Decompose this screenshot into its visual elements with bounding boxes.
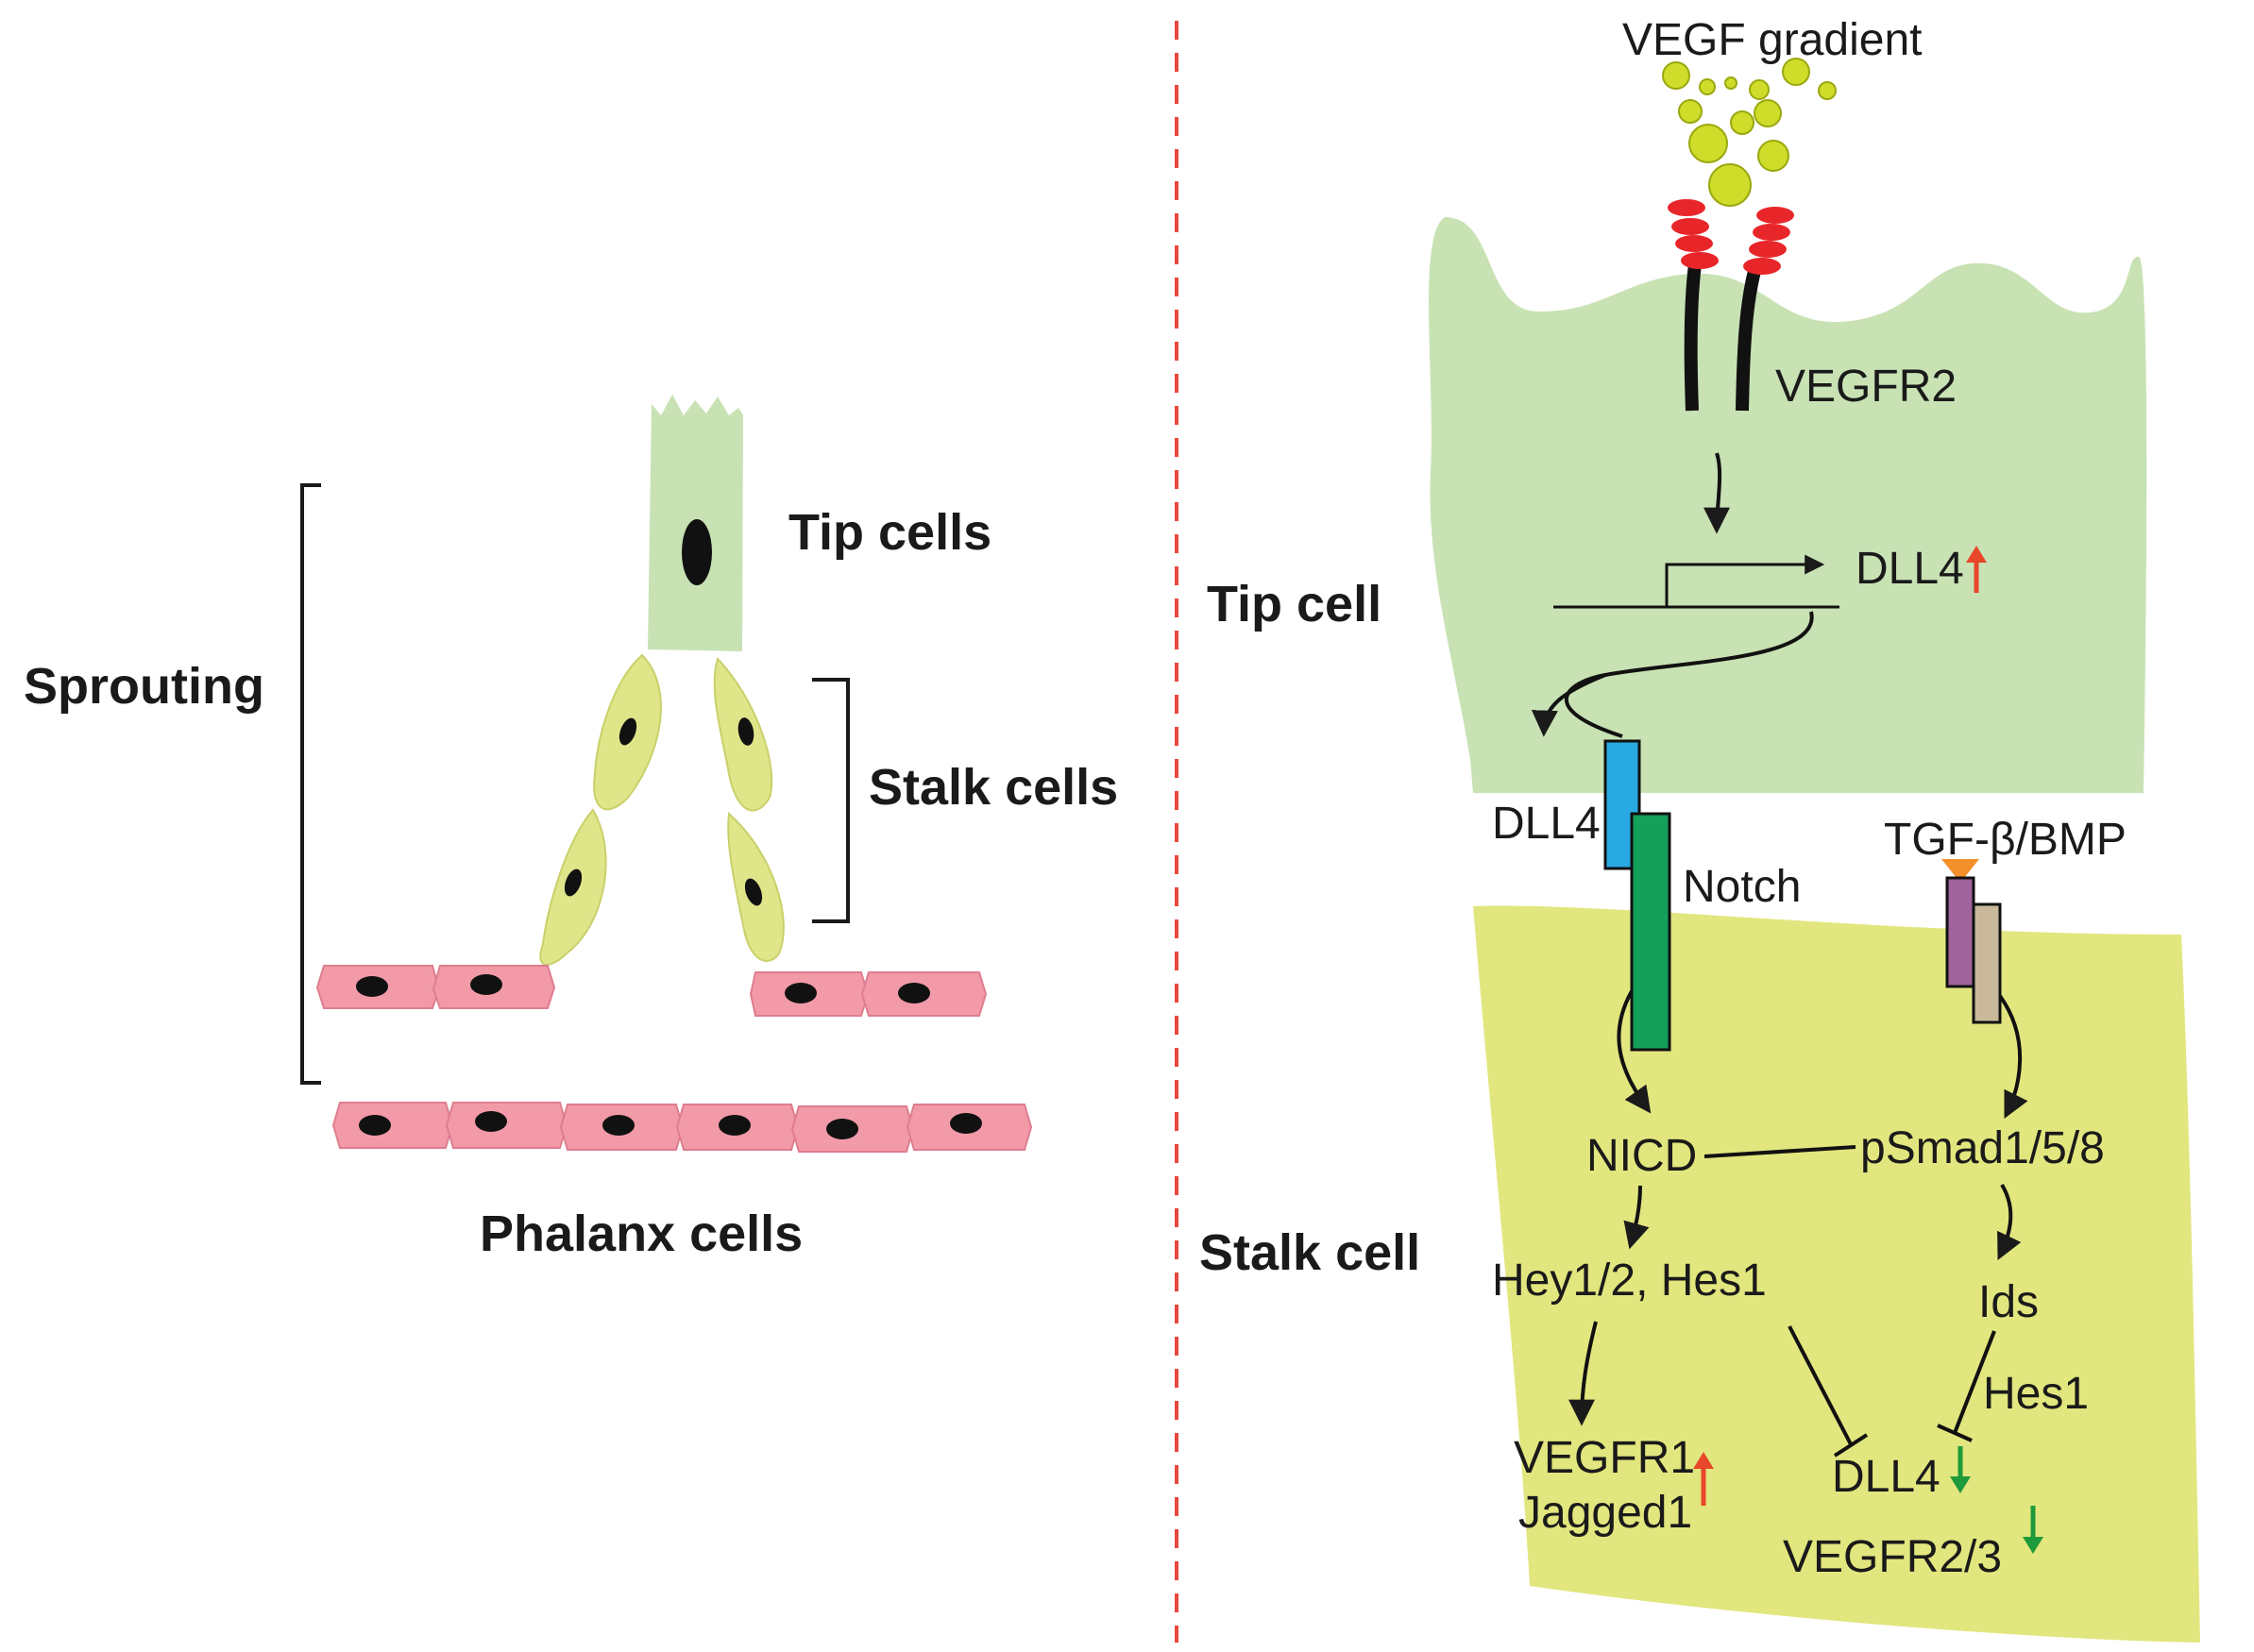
vegf-molecule bbox=[1782, 58, 1810, 86]
jagged1-label: Jagged1 bbox=[1518, 1488, 1692, 1538]
arrow-dll4-to-membrane bbox=[1565, 611, 1814, 738]
nicd-label: NICD bbox=[1586, 1131, 1697, 1181]
nucleus bbox=[356, 976, 388, 997]
ids-label: Ids bbox=[1978, 1277, 2039, 1327]
phalanx-row-lower-nuclei bbox=[359, 1111, 982, 1139]
dll4-ligand-label: DLL4 bbox=[1492, 799, 1601, 849]
tip-cell-label: Tip cell bbox=[1207, 576, 1381, 632]
down-arrow-icon bbox=[2023, 1506, 2043, 1554]
sprouting-bracket bbox=[300, 483, 321, 1085]
receptor-stem-left bbox=[1684, 263, 1702, 412]
nucleus bbox=[950, 1113, 982, 1134]
vegfr2-label: VEGFR2 bbox=[1775, 362, 1957, 412]
vegf-molecule bbox=[1688, 124, 1728, 163]
vegf-molecule bbox=[1724, 76, 1737, 90]
sprouting-label: Sprouting bbox=[24, 658, 264, 715]
up-arrow-icon bbox=[1693, 1452, 1714, 1506]
dll4-upregulated-label: DLL4 bbox=[1856, 544, 1964, 594]
nucleus bbox=[826, 1119, 858, 1139]
inhibition-ids-to-dll4 bbox=[1937, 1330, 1996, 1442]
phalanx-row-lower bbox=[331, 1102, 1033, 1153]
nucleus bbox=[785, 983, 817, 1003]
stalk-cell-label: Stalk cell bbox=[1199, 1224, 1420, 1281]
vegf-molecule bbox=[1730, 110, 1754, 135]
down-arrow-icon bbox=[1950, 1446, 1971, 1493]
tip-cells-label: Tip cells bbox=[788, 504, 991, 561]
nucleus bbox=[470, 974, 502, 995]
dll4-downregulated-label: DLL4 bbox=[1832, 1452, 1940, 1502]
tip-cell-shape bbox=[648, 395, 743, 651]
vegf-gradient-label: VEGF gradient bbox=[1622, 15, 1922, 65]
tgf-ligand-triangle bbox=[1941, 859, 1979, 883]
vegfr1-label: VEGFR1 bbox=[1514, 1433, 1695, 1483]
vegf-molecule bbox=[1699, 78, 1716, 95]
vegf-molecule bbox=[1757, 140, 1789, 172]
stalk-cells-bracket bbox=[812, 678, 850, 923]
vegf-molecule bbox=[1678, 99, 1703, 124]
nucleus bbox=[898, 983, 930, 1003]
up-arrow-icon bbox=[1966, 546, 1987, 593]
left-panel: Sprouting Tip cells Stalk cells bbox=[24, 395, 1118, 1262]
phalanx-cells-label: Phalanx cells bbox=[480, 1205, 803, 1262]
hes1-label: Hes1 bbox=[1983, 1369, 2089, 1419]
arrow-tgf-to-psmad bbox=[1998, 994, 2028, 1120]
nucleus bbox=[359, 1115, 391, 1136]
psmad-label: pSmad1/5/8 bbox=[1860, 1123, 2105, 1173]
receptor-stem-right bbox=[1736, 261, 1763, 412]
tgf-receptor-bar-tan bbox=[1972, 902, 2002, 1024]
arrow-psmad-to-ids bbox=[1997, 1183, 2022, 1261]
arrow-hey-to-vegfr1 bbox=[1568, 1321, 1598, 1426]
nucleus bbox=[564, 868, 583, 897]
vegf-molecule bbox=[1749, 79, 1770, 100]
nucleus bbox=[744, 878, 763, 906]
nucleus bbox=[602, 1115, 635, 1136]
tip-cell-nucleus bbox=[682, 519, 712, 585]
notch-receptor-bar bbox=[1630, 812, 1671, 1052]
tip-cell-body bbox=[1429, 217, 2147, 793]
stalk-cell-nuclei bbox=[564, 717, 763, 906]
nucleus bbox=[737, 717, 754, 746]
receptor-domains bbox=[1668, 199, 1794, 275]
nicd-psmad-interaction bbox=[1703, 1145, 1856, 1158]
vegf-molecule bbox=[1708, 163, 1752, 207]
stalk-cells-label: Stalk cells bbox=[869, 759, 1118, 816]
right-panel: VEGF gradient VEGFR2 Tip cell bbox=[1199, 15, 2200, 1643]
tgf-bmp-label: TGF-β/BMP bbox=[1884, 815, 2127, 865]
vegf-molecule bbox=[1818, 81, 1837, 100]
nucleus bbox=[619, 717, 637, 746]
arrow-nicd-to-hey bbox=[1623, 1185, 1650, 1250]
vegf-molecule bbox=[1754, 99, 1782, 127]
vegf-gradient-balls bbox=[1662, 58, 1837, 207]
arrow-dll4-to-membrane-tip bbox=[1531, 673, 1606, 737]
nucleus bbox=[719, 1115, 751, 1136]
vegfr2-receptor bbox=[1668, 199, 1794, 412]
phalanx-cell bbox=[331, 1102, 454, 1149]
stalk-cell-shapes bbox=[539, 653, 785, 966]
vegfr23-label: VEGFR2/3 bbox=[1783, 1532, 2002, 1582]
arrow-vegfr2-to-dll4 bbox=[1703, 452, 1731, 534]
phalanx-row-upper-nuclei bbox=[356, 974, 930, 1003]
inhibition-hey-to-dll4 bbox=[1788, 1325, 1869, 1458]
arrow-notch-to-nicd bbox=[1617, 990, 1652, 1114]
nucleus bbox=[475, 1111, 507, 1132]
vegf-molecule bbox=[1662, 61, 1690, 90]
tgf-receptor-bar-purple bbox=[1945, 876, 1975, 988]
phalanx-row-upper bbox=[315, 965, 988, 1017]
hey-hes-label: Hey1/2, Hes1 bbox=[1492, 1256, 1767, 1306]
phalanx-cell bbox=[445, 1102, 568, 1149]
dll4-gene-promoter bbox=[1553, 554, 1839, 609]
notch-label: Notch bbox=[1683, 862, 1801, 912]
